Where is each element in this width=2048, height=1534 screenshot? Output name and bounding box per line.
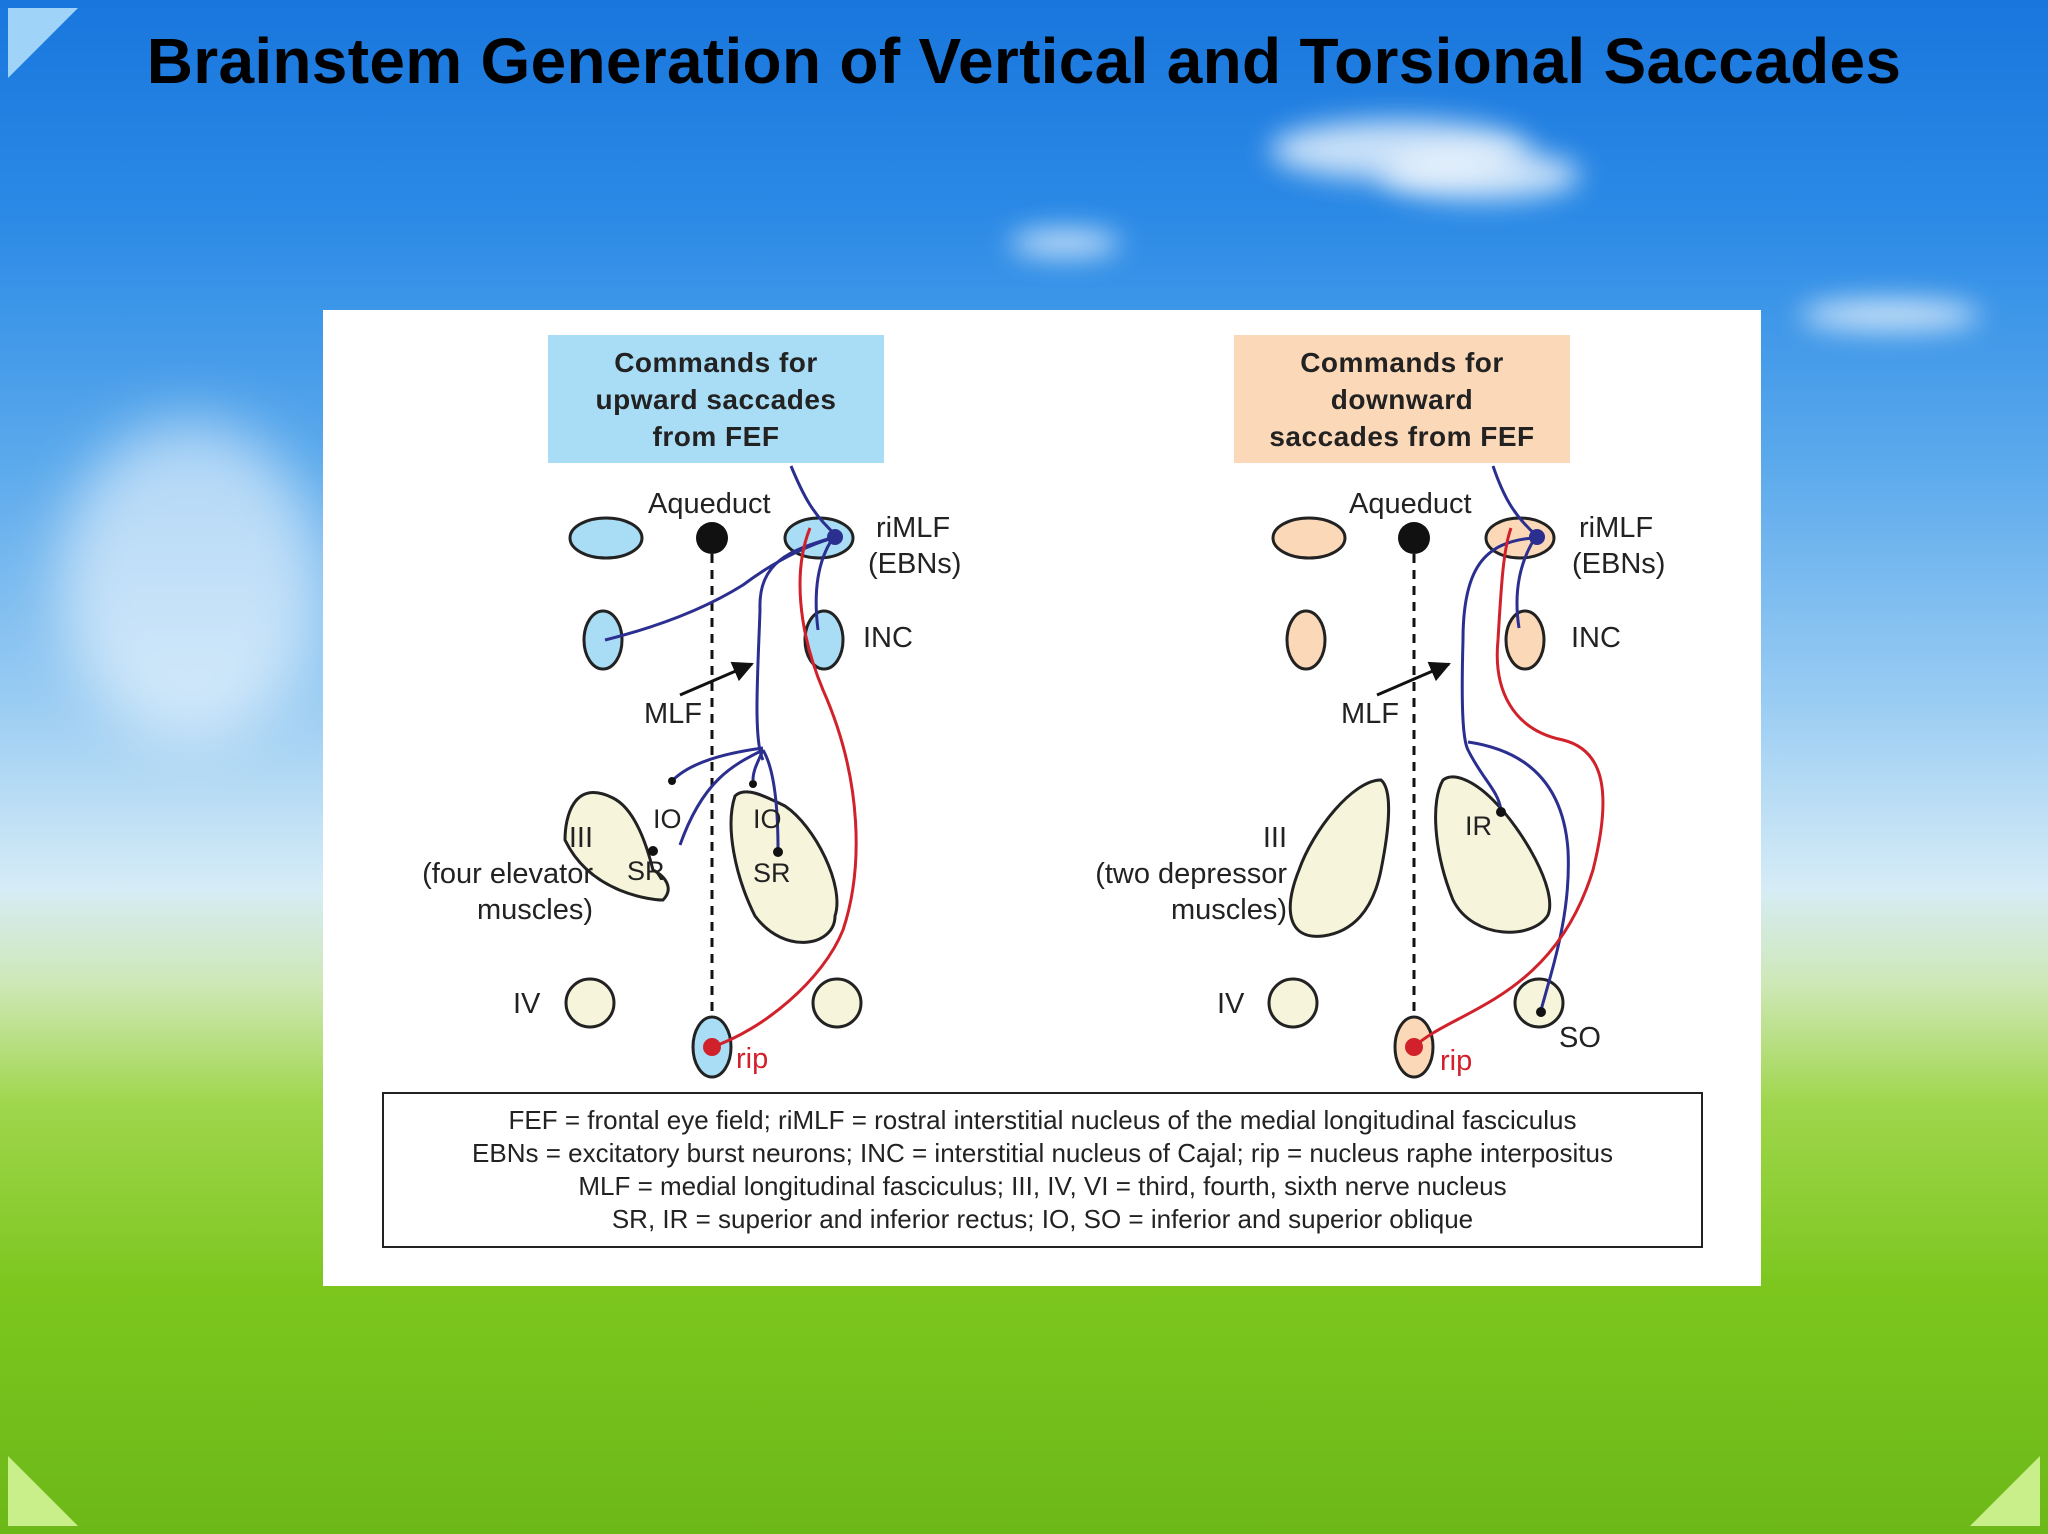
upward-saccade-diagram xyxy=(563,465,863,1079)
abbreviation-legend: FEF = frontal eye field; riMLF = rostral… xyxy=(382,1092,1703,1248)
left-blue-mlf-descending xyxy=(755,536,832,761)
left-iv-nucleus-left xyxy=(564,977,616,1029)
left-blue-to-io-right xyxy=(751,749,765,781)
downward-command-line-3: saccades from FEF xyxy=(1269,420,1535,452)
legend-line-4: SR, IR = superior and inferior rectus; I… xyxy=(611,1204,1474,1234)
left-iv-label: IV xyxy=(513,988,541,1020)
left-io-left-terminal xyxy=(668,777,676,785)
right-iv-nucleus-left xyxy=(1267,977,1319,1029)
right-mlf-arrow xyxy=(1376,661,1451,697)
slide-title: Brainstem Generation of Vertical and Tor… xyxy=(146,25,1902,97)
left-sr-right-terminal xyxy=(773,847,783,857)
right-nucleus-3-desc-2: muscles) xyxy=(1170,894,1287,926)
left-sr-right-label: SR xyxy=(753,858,791,888)
background-cloud xyxy=(1800,300,1980,330)
right-red-rip-pathway xyxy=(1412,527,1605,1049)
left-aqueduct-label: Aqueduct xyxy=(648,488,771,520)
left-blue-to-sr-right xyxy=(761,749,780,851)
right-aqueduct-label: Aqueduct xyxy=(1349,488,1472,520)
background-cloud xyxy=(60,420,320,740)
right-nucleus-3-desc-1: (two depressor xyxy=(1095,858,1287,890)
right-ebns-label: (EBNs) xyxy=(1572,548,1666,580)
right-inc-left-nucleus xyxy=(1285,609,1327,671)
left-blue-to-inc-left xyxy=(604,536,834,642)
right-rip-soma xyxy=(1405,1038,1423,1056)
right-lateral-nucleus xyxy=(1271,516,1347,560)
left-io-left-label: IO xyxy=(653,804,682,834)
left-inc-label: INC xyxy=(863,622,913,654)
right-inc-right-nucleus xyxy=(1504,609,1546,671)
left-rimlf-label: riMLF xyxy=(876,512,951,544)
right-ir-terminal xyxy=(1496,807,1506,817)
right-rip-label: rip xyxy=(1440,1045,1473,1077)
right-iv-label: IV xyxy=(1217,988,1245,1020)
left-io-right-label: IO xyxy=(753,804,782,834)
left-red-rip-pathway xyxy=(711,527,858,1049)
upward-command-line-2: upward saccades xyxy=(595,383,837,415)
left-blue-to-inc-right xyxy=(814,537,835,631)
right-inc-label: INC xyxy=(1571,622,1621,654)
upward-command-line-3: from FEF xyxy=(652,420,780,452)
left-sr-left-terminal xyxy=(648,846,658,856)
right-rimlf-label: riMLF xyxy=(1579,512,1654,544)
left-nucleus-3-desc-1: (four elevator xyxy=(422,858,593,890)
left-inc-right-nucleus xyxy=(803,609,845,671)
right-nucleus-3-label: III xyxy=(1262,822,1287,854)
left-mlf-label: MLF xyxy=(644,698,702,730)
left-inc-left-nucleus xyxy=(582,609,624,671)
brainstem-diagram-svg xyxy=(563,465,1605,1079)
corner-triangle-bottom-right xyxy=(1970,1456,2040,1526)
left-sr-left-label: SR xyxy=(627,856,665,886)
left-rip-soma xyxy=(703,1038,721,1056)
upward-command-line-1: Commands for xyxy=(614,346,818,378)
left-io-right-terminal xyxy=(749,780,757,788)
right-oculomotor-lobe-left xyxy=(1288,778,1390,938)
left-aqueduct-dot xyxy=(696,522,728,554)
downward-command-line-2: downward xyxy=(1330,383,1474,415)
downward-command-box: Commands for downward saccades from FEF xyxy=(1234,335,1570,463)
left-nucleus-3-label: III xyxy=(568,822,593,854)
right-so-label: SO xyxy=(1559,1022,1601,1054)
right-blue-fef-input xyxy=(1491,465,1538,538)
legend-line-3: MLF = medial longitudinal fasciculus; II… xyxy=(578,1171,1507,1201)
left-mlf-arrow xyxy=(679,661,754,697)
downward-command-line-1: Commands for xyxy=(1300,346,1504,378)
right-aqueduct-dot xyxy=(1398,522,1430,554)
left-ebns-label: (EBNs) xyxy=(868,548,962,580)
corner-triangle-bottom-left xyxy=(8,1456,78,1526)
right-oculomotor-lobe-right xyxy=(1434,775,1552,934)
diagram-panel: Commands for upward saccades from FEF Co… xyxy=(323,310,1761,1286)
left-iv-nucleus-right xyxy=(811,977,863,1029)
right-blue-to-inc-right xyxy=(1515,537,1537,629)
left-blue-fef-input xyxy=(789,465,838,538)
left-blue-to-sr-left xyxy=(678,748,764,846)
left-oculomotor-lobe-right xyxy=(729,790,839,944)
background-cloud xyxy=(1010,230,1120,256)
corner-triangle-top-left xyxy=(8,8,78,78)
left-lateral-nucleus xyxy=(568,516,644,560)
legend-line-2: EBNs = excitatory burst neurons; INC = i… xyxy=(472,1138,1613,1168)
right-blue-mlf-descending xyxy=(1460,536,1534,811)
right-iv-nucleus-right xyxy=(1513,977,1565,1029)
background-cloud xyxy=(1380,150,1580,200)
downward-saccade-diagram xyxy=(1267,465,1605,1079)
left-rip-label: rip xyxy=(736,1043,769,1075)
left-nucleus-3-desc-2: muscles) xyxy=(476,894,593,926)
upward-command-box: Commands for upward saccades from FEF xyxy=(548,335,884,463)
left-blue-to-io-left xyxy=(671,746,764,782)
right-blue-to-so xyxy=(1467,740,1570,1011)
right-so-terminal xyxy=(1536,1007,1546,1017)
left-oculomotor-lobe-left xyxy=(563,791,670,902)
right-ir-label: IR xyxy=(1465,811,1492,841)
right-mlf-label: MLF xyxy=(1341,698,1399,730)
legend-line-1: FEF = frontal eye field; riMLF = rostral… xyxy=(508,1105,1577,1135)
